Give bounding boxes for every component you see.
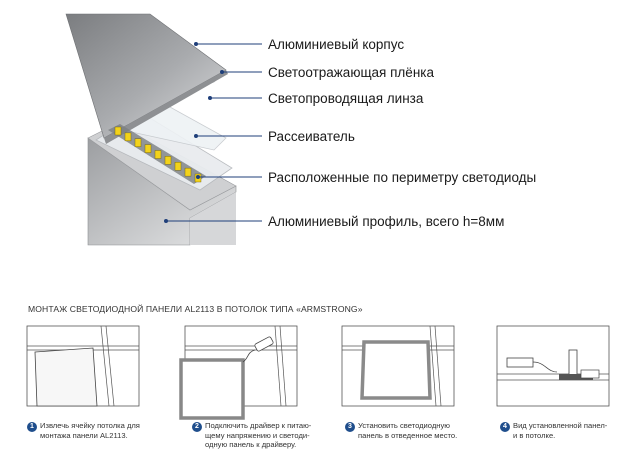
led-chip (144, 144, 152, 153)
step-1-number: 1 (27, 422, 37, 432)
installation-illustrations (26, 325, 610, 420)
callout-perimeter-leds: Расположенные по периметру светодиоды (268, 170, 537, 185)
step-4-illustration (496, 325, 610, 407)
callout-light-guide-lens: Светопроводящая линза (268, 91, 424, 106)
callout-diffuser: Рассеиватель (268, 129, 355, 144)
led-chip (154, 150, 162, 159)
leader-dot (164, 219, 168, 223)
exploded-layer-diagram (65, 13, 262, 246)
led-chip (184, 167, 192, 177)
step-4-text: Вид установленной панел- и в потолке. (513, 421, 608, 440)
callout-reflective-film: Светоотражающая плёнка (268, 65, 434, 80)
callout-leaders (164, 42, 262, 223)
leader-dot (220, 70, 224, 74)
led-chip (174, 162, 182, 171)
leader-dot (208, 96, 212, 100)
step-4-number: 4 (500, 422, 510, 432)
callout-aluminum-profile: Алюминиевый профиль, всего h=8мм (268, 214, 505, 229)
leader-dot (194, 42, 198, 46)
step-3-text: Установить светодиодную панель в отведен… (358, 421, 458, 440)
led-chip (114, 126, 122, 136)
leader-dot (196, 175, 200, 179)
step-3-illustration (341, 325, 455, 407)
callout-housing: Алюминиевый корпус (268, 37, 405, 52)
step-2-text: Подключить драйвер к питаю- щему напряже… (205, 421, 312, 450)
led-chip (134, 138, 142, 147)
step-1-illustration (26, 325, 140, 407)
led-chip (164, 156, 172, 165)
step-2-illustration (179, 325, 298, 420)
installation-title: МОНТАЖ СВЕТОДИОДНОЙ ПАНЕЛИ AL2113 В ПОТО… (28, 304, 363, 314)
led-chip (124, 132, 132, 142)
step-2-number: 2 (192, 422, 202, 432)
step-3-number: 3 (345, 422, 355, 432)
step-1-text: Извлечь ячейку потолка для монтажа панел… (40, 421, 140, 440)
leader-dot (194, 134, 198, 138)
